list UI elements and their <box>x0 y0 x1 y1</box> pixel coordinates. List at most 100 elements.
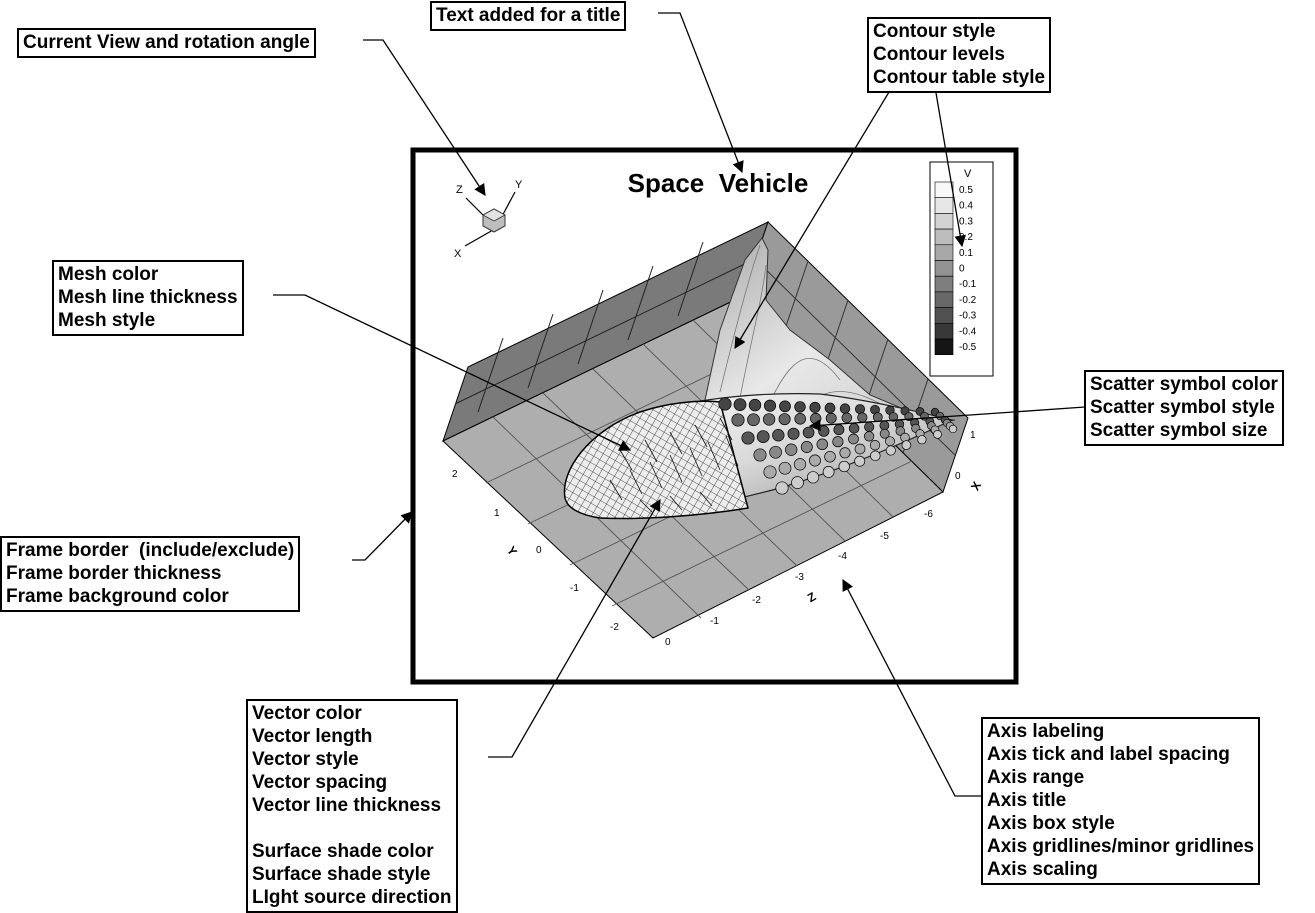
scatter-symbol <box>872 412 883 423</box>
leader-current-view <box>363 39 486 196</box>
scatter-symbol <box>863 431 875 442</box>
legend-swatch <box>934 181 954 198</box>
scatter-symbol <box>733 398 747 411</box>
legend-level-label: 0.2 <box>959 232 973 243</box>
callout-line: Vector color <box>252 703 362 724</box>
callout-line: Vector style <box>252 749 359 770</box>
legend-swatch <box>934 291 954 308</box>
legend-swatch <box>934 197 954 214</box>
scatter-symbol <box>901 440 912 450</box>
scatter-symbol <box>787 427 800 440</box>
scatter-symbol <box>753 448 767 462</box>
legend-swatch <box>934 213 954 230</box>
scatter-symbol <box>864 421 875 432</box>
leader-contour <box>734 86 893 350</box>
callout-line: Vector line thickness <box>252 795 442 816</box>
leader-axis <box>842 578 982 797</box>
scatter-symbol <box>756 430 770 443</box>
scatter-symbol <box>806 471 820 484</box>
orientation-x-label: X <box>454 248 462 260</box>
callout-mesh: Mesh color Mesh line thickness Mesh styl… <box>52 260 244 336</box>
callout-line: Vector length <box>252 726 373 747</box>
scatter-symbol <box>824 402 836 414</box>
scatter-symbol <box>718 397 732 411</box>
scatter-symbol <box>870 450 881 462</box>
callout-line: Contour levels <box>873 44 1005 65</box>
scatter-symbol <box>779 400 791 413</box>
callout-line: LIght source direction <box>252 887 452 908</box>
scatter-symbol <box>854 443 866 455</box>
y-tick-label: -1 <box>570 583 579 594</box>
legend-level-label: 0.4 <box>959 201 973 212</box>
callout-scatter: Scatter symbol color Scatter symbol styl… <box>1084 370 1284 446</box>
scatter-symbol <box>762 413 776 426</box>
scatter-symbol <box>791 476 804 489</box>
legend-variable: V <box>964 168 972 180</box>
scatter-symbol <box>763 465 777 479</box>
callout-line: Axis scaling <box>987 859 1098 880</box>
scatter-symbol <box>769 445 782 459</box>
leader-vector <box>488 498 661 758</box>
scatter-symbol <box>879 420 890 431</box>
scatter-symbol <box>885 445 896 456</box>
scatter-symbol <box>895 426 906 436</box>
orientation-z-label: Z <box>456 184 463 196</box>
legend-level-label: -0.2 <box>959 295 977 306</box>
scatter-symbol <box>802 426 815 439</box>
x-tick-label: 0 <box>955 471 961 482</box>
scatter-symbol <box>885 436 895 447</box>
callout-line: Axis tick and label spacing <box>987 744 1230 765</box>
scatter-symbol <box>839 447 851 459</box>
scatter-symbol <box>822 466 835 478</box>
callout-line: Axis box style <box>987 813 1115 834</box>
y-tick-label: 1 <box>494 508 500 519</box>
callout-line: Contour table style <box>873 67 1046 88</box>
scatter-symbol <box>772 429 785 442</box>
callout-line: Frame border (include/exclude) <box>6 540 295 561</box>
callout-line: Contour style <box>873 21 996 42</box>
scatter-symbol <box>839 403 851 414</box>
legend-level-label: -0.4 <box>959 326 977 337</box>
scatter-symbol <box>948 424 958 434</box>
callout-line: Surface shade color <box>252 841 434 862</box>
scatter-symbol <box>833 424 845 436</box>
scatter-symbol <box>775 481 789 495</box>
scatter-symbol <box>810 412 822 425</box>
scatter-symbol <box>825 412 837 424</box>
callout-current-view: Current View and rotation angle <box>17 28 316 58</box>
scatter-symbol <box>824 450 836 463</box>
scatter-symbol <box>832 436 844 448</box>
callout-frame: Frame border (include/exclude) Frame bor… <box>0 536 301 612</box>
callout-line: Frame background color <box>6 586 229 607</box>
scatter-symbol <box>888 412 899 422</box>
z-tick-label: -1 <box>710 616 719 627</box>
scatter-symbol <box>741 431 755 445</box>
callout-line: Mesh style <box>58 310 156 331</box>
callout-line: Axis title <box>987 790 1067 811</box>
callout-line: Vector spacing <box>252 772 388 793</box>
callout-line: Scatter symbol color <box>1090 374 1278 395</box>
scatter-symbol <box>857 412 868 423</box>
z-tick-label: 0 <box>665 637 671 648</box>
legend-level-label: 0.1 <box>959 248 973 259</box>
callout-line: Axis range <box>987 767 1085 788</box>
legend-level-label: 0.3 <box>959 216 973 227</box>
scatter-symbol <box>747 413 760 427</box>
vector-field <box>609 417 739 513</box>
legend-swatch <box>934 228 954 246</box>
scatter-symbol <box>869 440 881 451</box>
callout-line: Mesh line thickness <box>58 287 238 308</box>
scatter-symbol <box>818 425 830 437</box>
callout-contour: Contour style Contour levels Contour tab… <box>867 17 1052 93</box>
y-tick-label: 0 <box>536 545 542 556</box>
y-tick-label: -2 <box>610 622 619 633</box>
callout-leaders <box>273 12 1086 797</box>
orientation-y-label: Y <box>515 179 523 191</box>
scatter-symbol <box>841 412 853 424</box>
scatter-symbol <box>816 438 829 451</box>
scatter-symbol <box>778 461 792 475</box>
callout-line: Text added for a title <box>436 5 621 26</box>
legend-level-label: -0.1 <box>959 279 977 290</box>
scatter-symbol <box>793 458 807 471</box>
legend-swatch <box>934 322 954 340</box>
